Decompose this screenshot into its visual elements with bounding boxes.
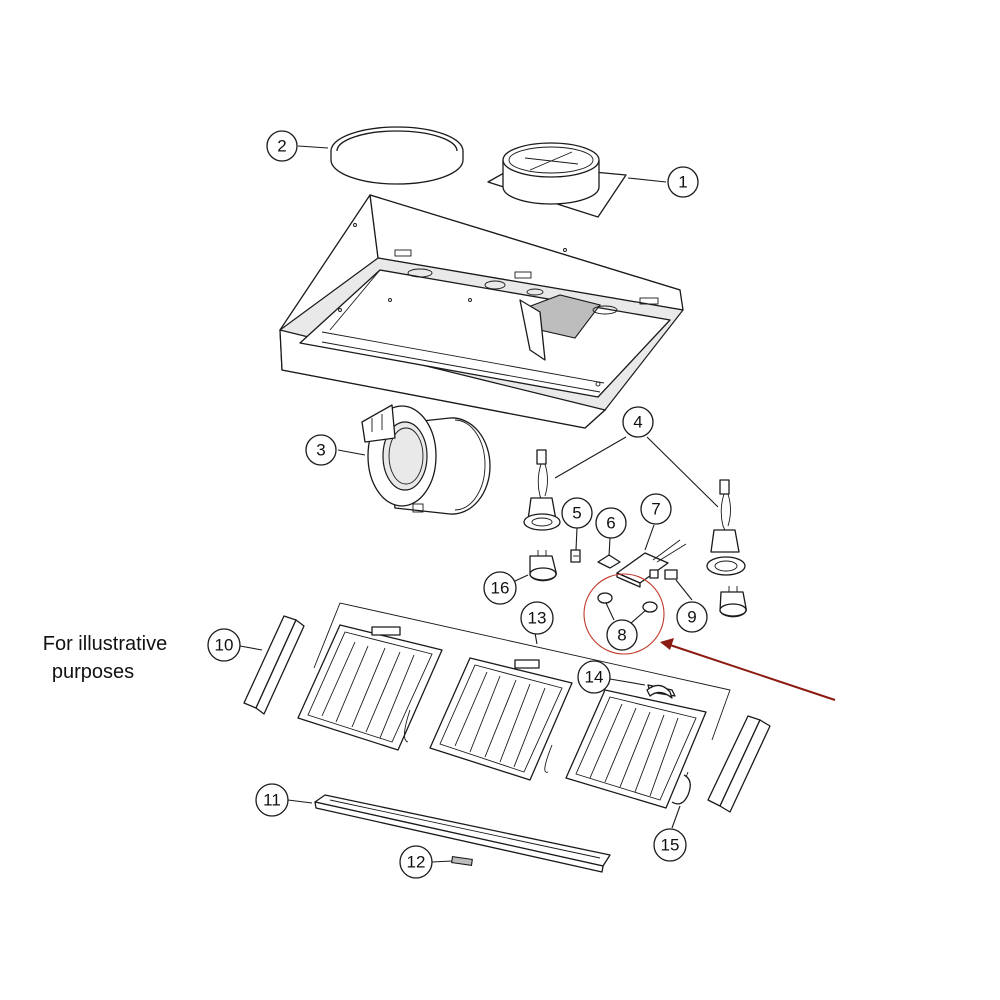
callout-2: 2	[266, 130, 298, 162]
note-line-1: For illustrative	[43, 633, 167, 655]
callout-12: 12	[399, 845, 433, 879]
part-damper-collar	[487, 142, 627, 218]
part-side-rail-right	[707, 715, 771, 813]
callout-12-label: 12	[407, 853, 426, 872]
filter-tray-outline	[313, 602, 731, 741]
callout-13-label: 13	[528, 609, 547, 628]
part-blower-motor	[361, 404, 491, 515]
callout-11-label: 11	[263, 791, 281, 810]
note-line-2: purposes	[52, 661, 134, 683]
callout-4: 4	[622, 406, 654, 438]
callout-6-label: 6	[606, 514, 615, 533]
part-filter-handle	[671, 774, 691, 805]
callout-1-label: 1	[678, 173, 687, 192]
part-wire-clip	[646, 684, 673, 699]
callout-9: 9	[676, 601, 708, 633]
part-knobs	[597, 592, 658, 613]
callout-7: 7	[640, 493, 672, 525]
leader-lines	[239, 145, 719, 863]
callout-8: 8	[606, 619, 638, 651]
part-halogen-bulb-right	[719, 586, 747, 618]
callout-16: 16	[483, 571, 517, 605]
part-grease-filter-2	[429, 657, 573, 781]
callout-15: 15	[653, 828, 687, 862]
part-front-trim	[314, 794, 611, 873]
callout-3-label: 3	[316, 441, 325, 460]
part-side-rail-left	[243, 615, 305, 715]
callout-13: 13	[520, 601, 554, 635]
part-hood-body	[279, 194, 684, 429]
callout-5: 5	[561, 497, 593, 529]
callout-10-label: 10	[215, 636, 234, 655]
pointer-arrow	[660, 638, 836, 701]
part-connector	[664, 569, 678, 580]
part-halogen-bulb-left	[529, 550, 557, 582]
part-light-socket-left	[523, 449, 561, 531]
callout-5-label: 5	[572, 504, 581, 523]
part-light-socket-right	[706, 479, 746, 576]
callout-7-label: 7	[651, 500, 660, 519]
callout-6: 6	[595, 507, 627, 539]
callout-3: 3	[305, 434, 337, 466]
callout-9-label: 9	[687, 608, 696, 627]
callout-16-label: 16	[491, 579, 510, 598]
callout-14-label: 14	[585, 668, 604, 687]
callout-8-label: 8	[617, 626, 626, 645]
callout-14: 14	[577, 660, 611, 694]
callout-10: 10	[207, 628, 241, 662]
part-clip	[451, 856, 473, 866]
callout-1: 1	[667, 166, 699, 198]
part-switch-clip	[570, 549, 581, 563]
highlight-circle	[583, 573, 665, 655]
part-duct-ring	[330, 126, 464, 185]
part-control-board	[597, 554, 621, 569]
callout-2-label: 2	[277, 137, 286, 156]
callout-11: 11	[255, 783, 289, 817]
callout-4-label: 4	[633, 413, 642, 432]
part-junction-box	[616, 539, 687, 588]
callout-15-label: 15	[661, 836, 680, 855]
part-grease-filter-1	[297, 624, 443, 751]
